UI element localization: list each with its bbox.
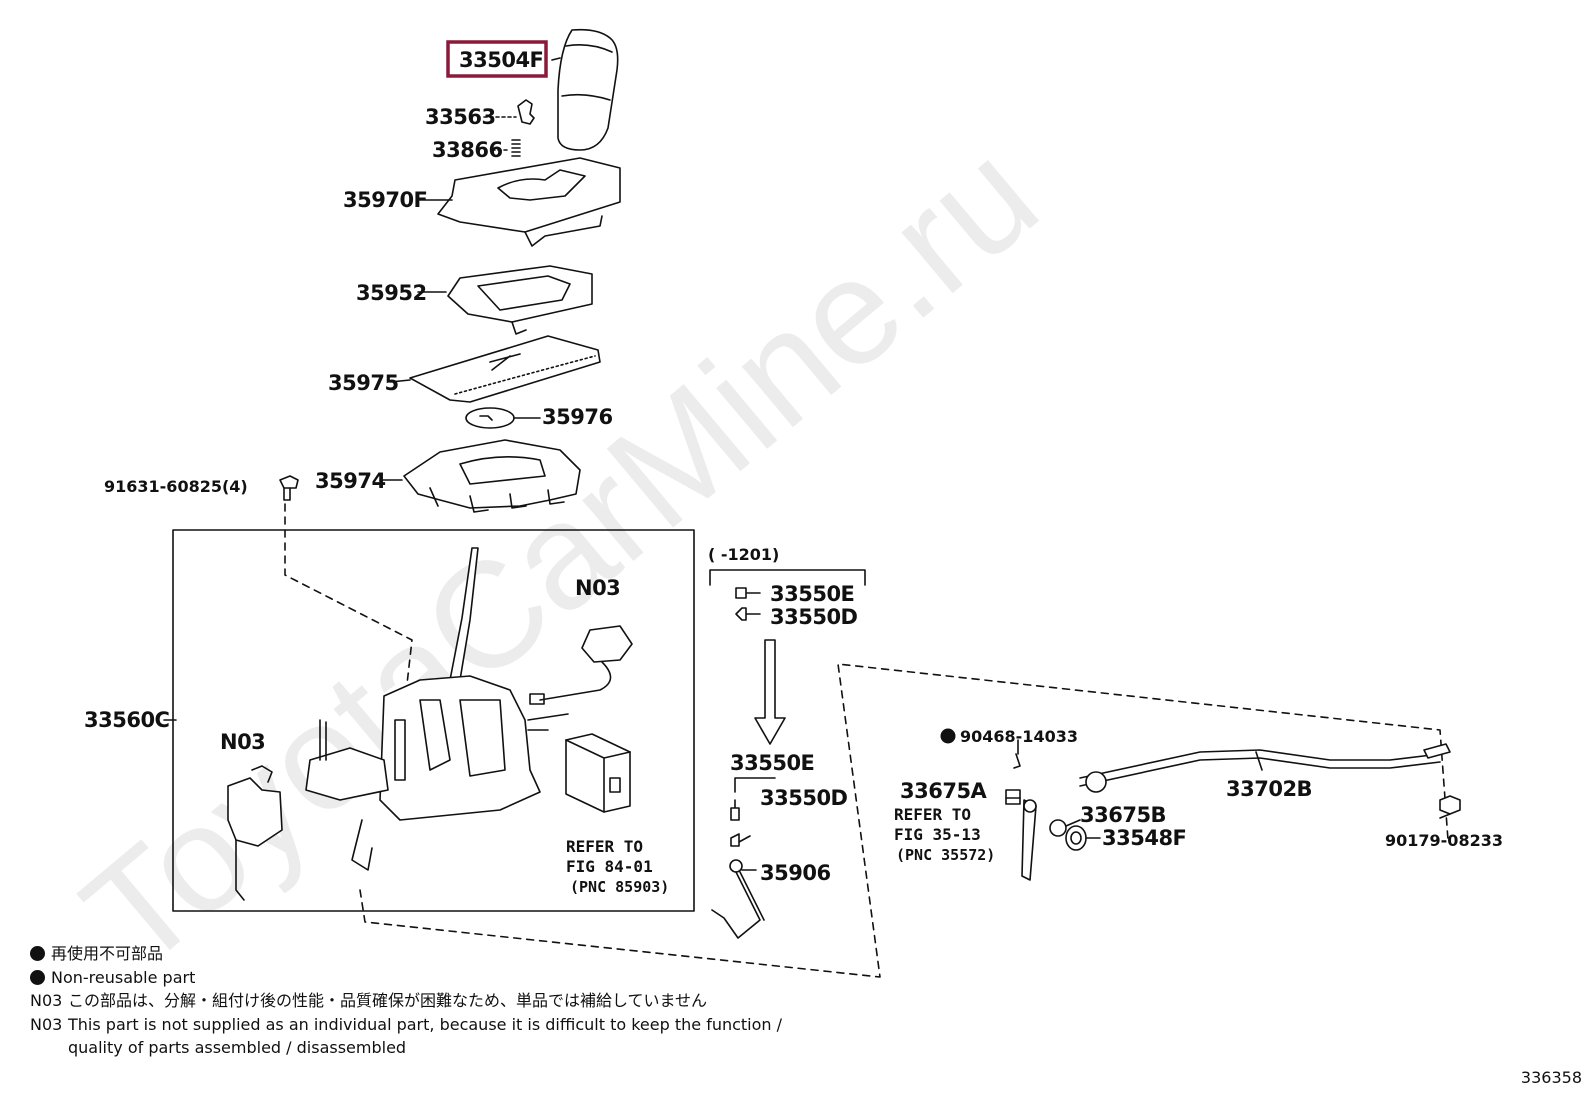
label-35952[interactable]: 35952 [356,281,427,305]
label-33702B[interactable]: 33702B [1226,777,1313,801]
note-nonreusable-jp: 再使用不可部品 [30,942,782,966]
note-n03-en-2: quality of parts assembled / disassemble… [68,1038,407,1057]
nonreusable-dot-icon [30,946,45,961]
figure-number: 336358 [1520,1068,1582,1087]
watermark: ToyotaCarMine.ru [53,110,1068,1000]
nut-90179-part [1439,795,1461,815]
label-n03-solenoid: N03 [220,730,265,754]
label-33548F[interactable]: 33548F [1102,826,1187,850]
sensor-n03-part [529,625,633,705]
ref-fig84-line2: FIG 84-01 [566,857,653,876]
ref-fig84-line1: REFER TO [566,837,643,856]
disc-35976-part [465,407,541,429]
bolt-91631-part [279,475,299,501]
label-33675B[interactable]: 33675B [1080,803,1167,827]
pin-33675A-part [1005,789,1021,805]
shift-knob-part [557,28,619,151]
label-n03-sensor: N03 [575,576,620,600]
label-35970F[interactable]: 35970F [343,188,428,212]
label-33563[interactable]: 33563 [425,105,496,129]
strip-35975-part [389,335,601,403]
label-90468-14033[interactable]: 90468-14033 [960,727,1078,746]
ref-fig35-line2: FIG 35-13 [894,825,981,844]
label-35975[interactable]: 35975 [328,371,399,395]
highlight-box [446,40,548,78]
nonreusable-dot [940,728,956,744]
label-33504F[interactable]: 33504F [459,48,544,72]
label-90179-08233[interactable]: 90179-08233 [1385,831,1503,850]
ref-fig84-line3: (PNC 85903) [570,878,669,896]
lever-part [1021,799,1037,881]
label-91631-60825[interactable]: 91631-60825(4) [104,477,248,496]
housing-35974-part [379,439,581,513]
date-range: ( -1201) [708,545,779,564]
label-33560C[interactable]: 33560C [84,708,170,732]
plate-35952-part [417,265,593,335]
label-33550D-mid[interactable]: 33550D [760,786,848,810]
button-33563-part [483,99,535,125]
label-35974[interactable]: 35974 [315,469,386,493]
solenoid-n03-part [227,765,283,901]
bezel-35970F-part [419,157,621,247]
cable-35906-part [711,859,765,939]
bushing-33548F-part [1065,825,1087,851]
nonreusable-dot-icon [30,969,45,985]
shift-rod-33702B-part [1079,743,1451,793]
label-33550D-top[interactable]: 33550D [770,605,858,629]
label-33550E-top[interactable]: 33550E [770,582,855,606]
ref-fig35-line1: REFER TO [894,805,971,824]
label-35906[interactable]: 35906 [760,861,831,885]
spring-33866-part [491,139,521,157]
label-35976[interactable]: 35976 [542,405,613,429]
label-33550E-mid[interactable]: 33550E [730,751,815,775]
ref-fig35-line3: (PNC 35572) [896,846,995,864]
bushing-33675B-part [1049,819,1067,837]
ecu-module-part [565,733,631,813]
label-33675A[interactable]: 33675A [900,779,988,803]
note-nonreusable-en: Non-reusable part [30,966,782,990]
shifter-assembly-part [305,547,569,871]
label-33866[interactable]: 33866 [432,138,503,162]
clip-90468-part [1013,739,1021,769]
